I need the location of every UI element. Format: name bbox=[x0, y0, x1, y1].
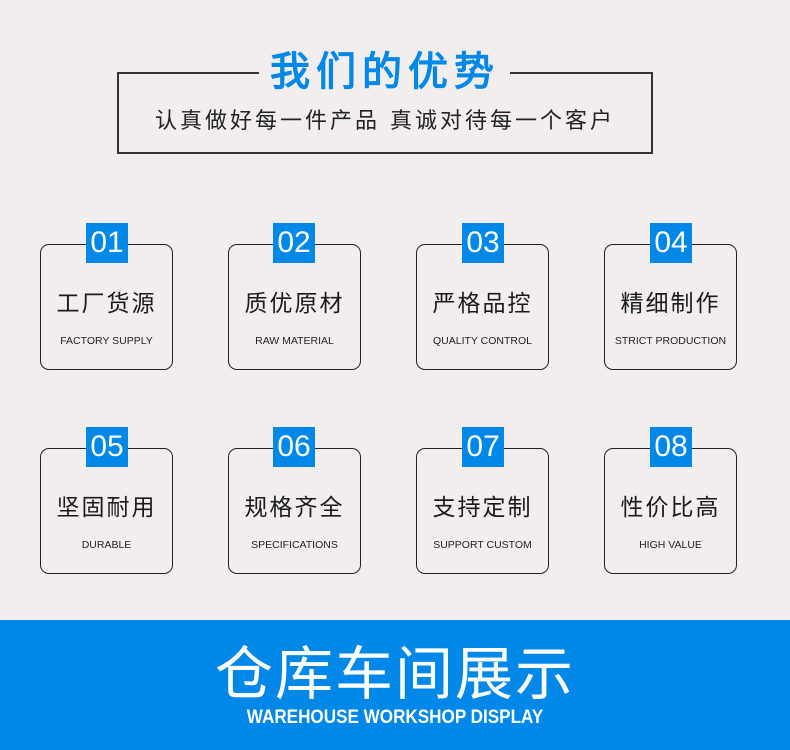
card-title: 坚固耐用 bbox=[56, 495, 157, 521]
header-frame bbox=[117, 72, 653, 154]
card-title: 工厂货源 bbox=[56, 291, 157, 317]
card-subtitle: QUALITY CONTROL bbox=[433, 335, 532, 347]
card-title: 规格齐全 bbox=[244, 495, 345, 521]
card-title: 精细制作 bbox=[620, 291, 721, 317]
card-title: 支持定制 bbox=[432, 495, 533, 521]
section-subtitle: 认真做好每一件产品 真诚对待每一个客户 bbox=[155, 109, 615, 134]
frame-line-left bbox=[117, 72, 259, 74]
banner-title: 仓库车间展示 bbox=[214, 640, 575, 708]
number-badge: 07 bbox=[462, 427, 504, 467]
card-subtitle: HIGH VALUE bbox=[639, 539, 702, 551]
number-badge: 01 bbox=[86, 223, 128, 263]
number-badge: 04 bbox=[650, 223, 692, 263]
card-subtitle: SUPPORT CUSTOM bbox=[433, 539, 532, 551]
card-subtitle: SPECIFICATIONS bbox=[251, 539, 338, 551]
number-badge: 06 bbox=[273, 427, 315, 467]
card-title: 性价比高 bbox=[620, 495, 721, 521]
card-title: 质优原材 bbox=[244, 291, 345, 317]
number-badge: 03 bbox=[462, 223, 504, 263]
advantage-card-4: 精细制作 STRICT PRODUCTION bbox=[604, 244, 737, 370]
card-title: 严格品控 bbox=[432, 291, 533, 317]
advantage-card-1: 工厂货源 FACTORY SUPPLY bbox=[40, 244, 173, 370]
advantage-card-6: 规格齐全 SPECIFICATIONS bbox=[228, 448, 361, 574]
advantage-card-2: 质优原材 RAW MATERIAL bbox=[228, 244, 361, 370]
number-badge: 08 bbox=[650, 427, 692, 467]
advantage-card-8: 性价比高 HIGH VALUE bbox=[604, 448, 737, 574]
warehouse-banner: 仓库车间展示 WAREHOUSE WORKSHOP DISPLAY bbox=[0, 620, 790, 750]
section-title: 我们的优势 bbox=[270, 49, 500, 95]
banner-subtitle: WAREHOUSE WORKSHOP DISPLAY bbox=[246, 707, 544, 728]
card-subtitle: STRICT PRODUCTION bbox=[614, 335, 727, 347]
card-subtitle: FACTORY SUPPLY bbox=[60, 335, 153, 347]
advantage-card-5: 坚固耐用 DURABLE bbox=[40, 448, 173, 574]
card-subtitle: RAW MATERIAL bbox=[255, 335, 334, 347]
frame-line-right bbox=[510, 72, 653, 74]
card-subtitle: DURABLE bbox=[81, 539, 132, 551]
number-badge: 05 bbox=[86, 427, 128, 467]
number-badge: 02 bbox=[273, 223, 315, 263]
